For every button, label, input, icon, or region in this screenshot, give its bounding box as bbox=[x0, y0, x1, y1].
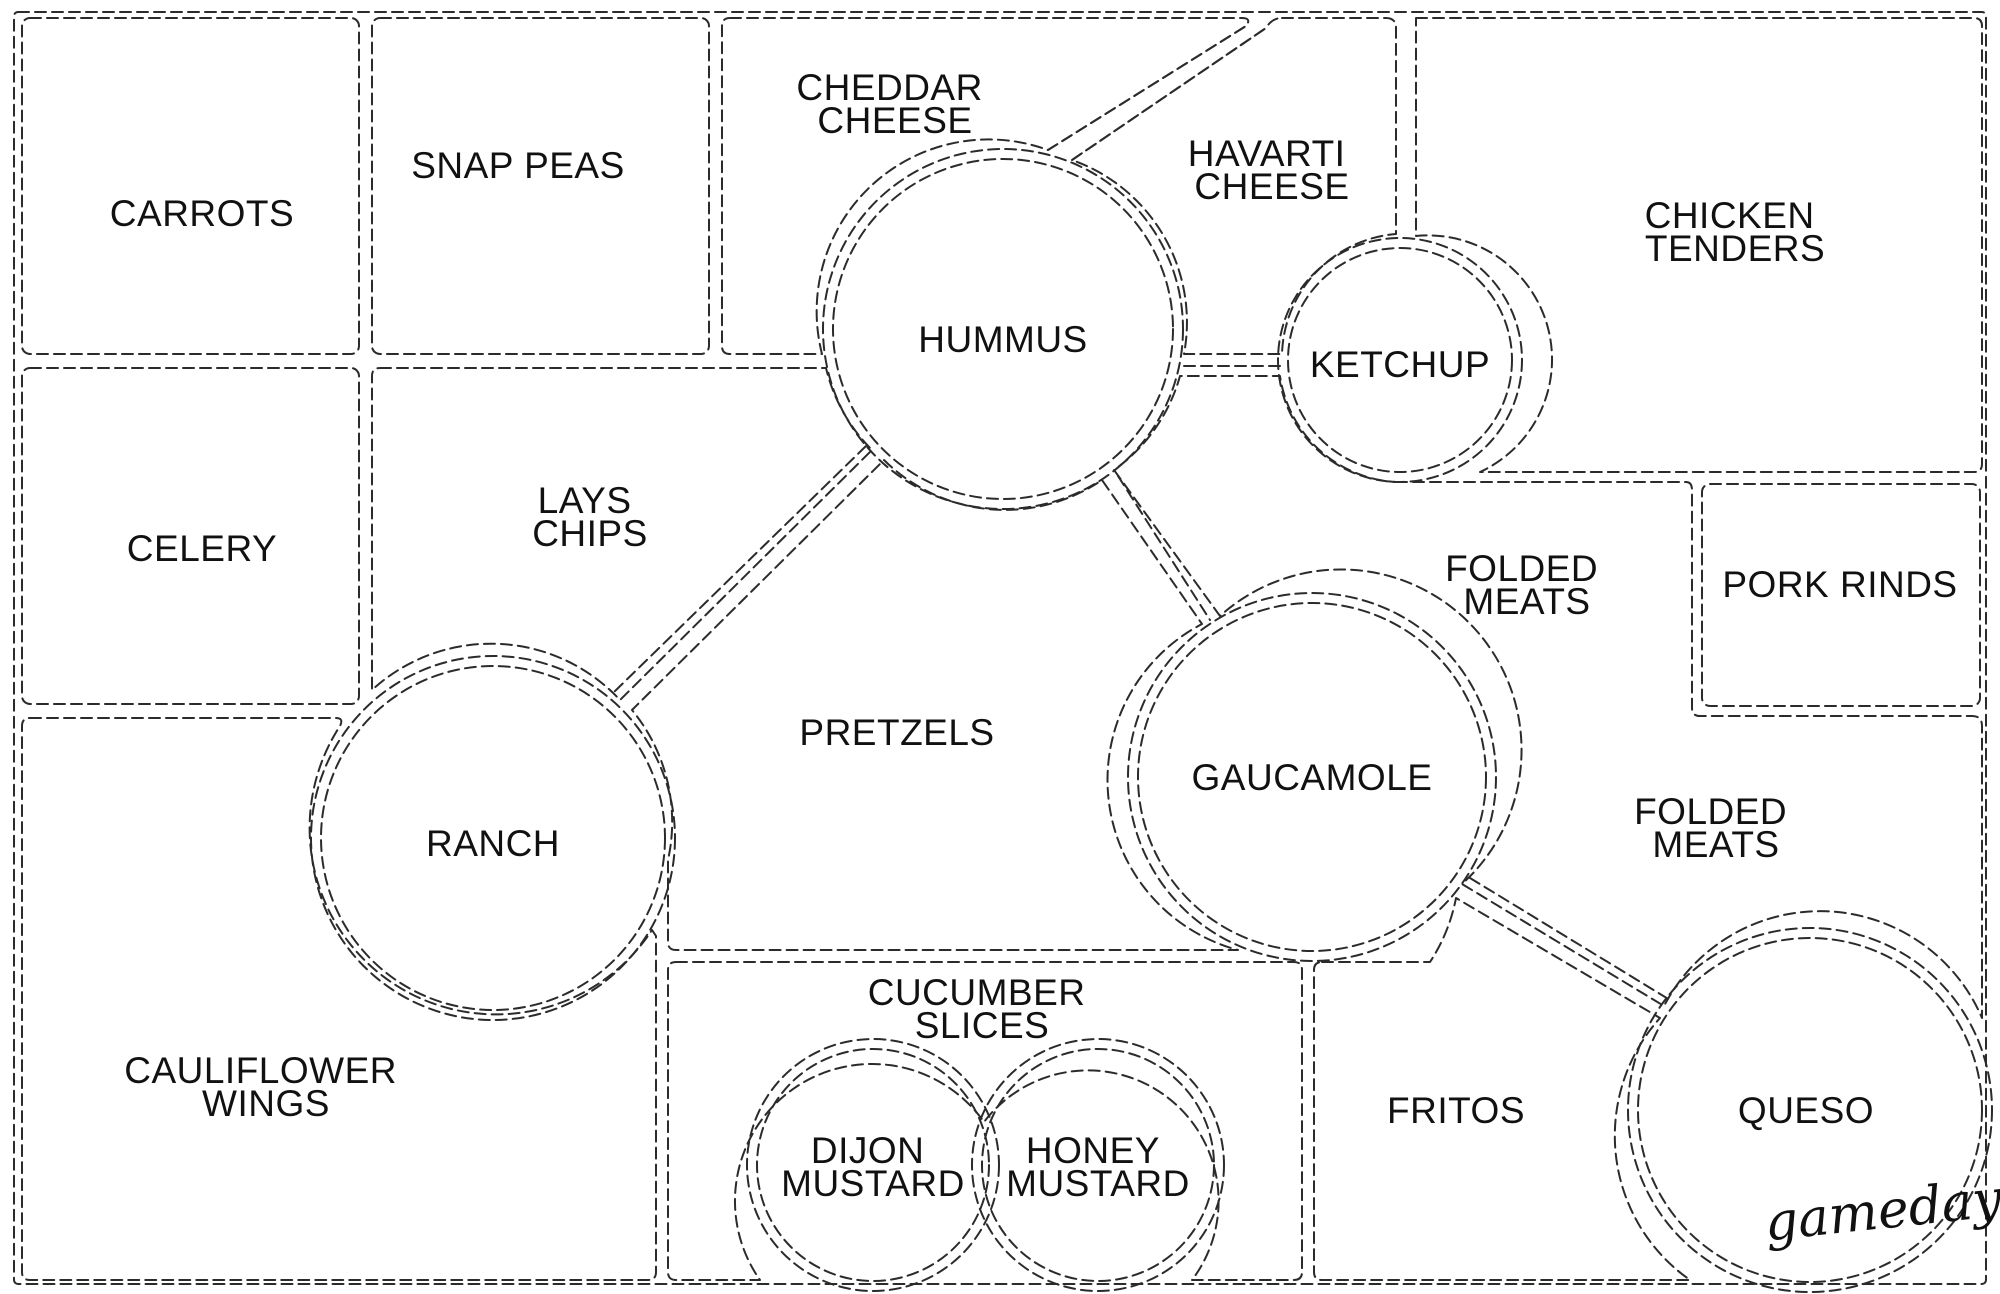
folded-meats-top-label: FOLDED MEATS bbox=[1445, 548, 1609, 622]
honey-mustard-cup bbox=[971, 1038, 1225, 1292]
cucumber-slices-line-1: CUCUMBER bbox=[868, 972, 1086, 1013]
lays-chips-line-1: LAYS bbox=[538, 480, 632, 521]
cheese-divider-line bbox=[1047, 25, 1247, 151]
cheddar-cheese-line-1: CHEDDAR bbox=[796, 67, 982, 108]
cucumber-slices-line-2: SLICES bbox=[915, 1005, 1050, 1046]
dijon-mustard-cup bbox=[746, 1038, 1000, 1292]
carrots-compartment bbox=[21, 17, 360, 355]
cucumber-slices-compartment bbox=[667, 961, 1303, 1281]
pork-rinds-compartment bbox=[1701, 483, 1981, 707]
carrots-label: CARROTS bbox=[110, 193, 294, 234]
cauliflower-wings-line-1: CAULIFLOWER bbox=[124, 1050, 397, 1091]
hummus-label: HUMMUS bbox=[918, 319, 1087, 360]
snap-peas-label: SNAP PEAS bbox=[411, 145, 625, 186]
cauliflower-wings-compartment bbox=[21, 717, 657, 1281]
cheddar-cheese-label: CHEDDAR CHEESE bbox=[796, 67, 993, 141]
folded-meats-top-line-1: FOLDED bbox=[1445, 548, 1598, 589]
chicken-tenders-compartment bbox=[1415, 17, 1983, 473]
folded-meats-right-line-1: FOLDED bbox=[1634, 791, 1787, 832]
gaucamole-label: GAUCAMOLE bbox=[1192, 757, 1433, 798]
gaucamole-queso-connector bbox=[1469, 877, 1671, 1001]
celery-label: CELERY bbox=[127, 528, 277, 569]
pretzels-compartment bbox=[631, 459, 1239, 951]
ketchup-label: KETCHUP bbox=[1310, 344, 1490, 385]
dijon-mustard-line-2: MUSTARD bbox=[781, 1163, 965, 1204]
hummus-cup bbox=[822, 148, 1184, 510]
cauliflower-wings-label: CAULIFLOWER WINGS bbox=[124, 1050, 408, 1124]
ranch-label: RANCH bbox=[426, 823, 560, 864]
cheese-divider-line-2 bbox=[1071, 27, 1267, 161]
dijon-mustard-line-1: DIJON bbox=[811, 1130, 925, 1171]
pretzels-label: PRETZELS bbox=[799, 712, 994, 753]
honey-mustard-label: HONEY MUSTARD bbox=[1006, 1130, 1190, 1204]
pork-rinds-label: PORK RINDS bbox=[1722, 564, 1957, 605]
folded-meats-right-line-2: MEATS bbox=[1652, 824, 1779, 865]
dijon-mustard-label: DIJON MUSTARD bbox=[781, 1130, 965, 1204]
folded-meats-right-label: FOLDED MEATS bbox=[1634, 791, 1798, 865]
hummus-gaucamole-connector bbox=[1117, 475, 1211, 621]
honey-mustard-line-2: MUSTARD bbox=[1006, 1163, 1190, 1204]
board-outline bbox=[13, 11, 1987, 1285]
havarti-cheese-line-2: CHEESE bbox=[1194, 166, 1349, 207]
cucumber-slices-label: CUCUMBER SLICES bbox=[868, 972, 1097, 1046]
queso-cup bbox=[1627, 927, 1993, 1293]
gaucamole-cup bbox=[1127, 592, 1497, 962]
chicken-tenders-label: CHICKEN TENDERS bbox=[1645, 195, 1826, 269]
gameday-signature: gameday bbox=[1762, 1169, 2000, 1254]
cheddar-cheese-line-2: CHEESE bbox=[817, 100, 972, 141]
snap-peas-compartment bbox=[371, 17, 710, 355]
lays-chips-compartment bbox=[371, 367, 873, 701]
chicken-tenders-line-1: CHICKEN bbox=[1645, 195, 1815, 236]
hummus-ranch-connector bbox=[611, 445, 867, 695]
chicken-tenders-line-2: TENDERS bbox=[1645, 228, 1825, 269]
ketchup-cup bbox=[1277, 237, 1523, 483]
folded-meats-top-line-2: MEATS bbox=[1463, 581, 1590, 622]
queso-label: QUESO bbox=[1738, 1090, 1874, 1131]
havarti-cheese-line-1: HAVARTI bbox=[1188, 133, 1346, 174]
folded-meats-upper-compartment bbox=[1113, 375, 1983, 1019]
lays-chips-line-2: CHIPS bbox=[532, 513, 648, 554]
lays-chips-label: LAYS CHIPS bbox=[532, 480, 648, 554]
honey-mustard-line-1: HONEY bbox=[1026, 1130, 1159, 1171]
cauliflower-wings-line-2: WINGS bbox=[202, 1083, 330, 1124]
havarti-cheese-label: HAVARTI CHEESE bbox=[1188, 133, 1356, 207]
fritos-label: FRITOS bbox=[1387, 1090, 1525, 1131]
celery-compartment bbox=[21, 367, 360, 705]
ranch-cup bbox=[310, 655, 676, 1021]
fritos-compartment bbox=[1313, 897, 1691, 1281]
